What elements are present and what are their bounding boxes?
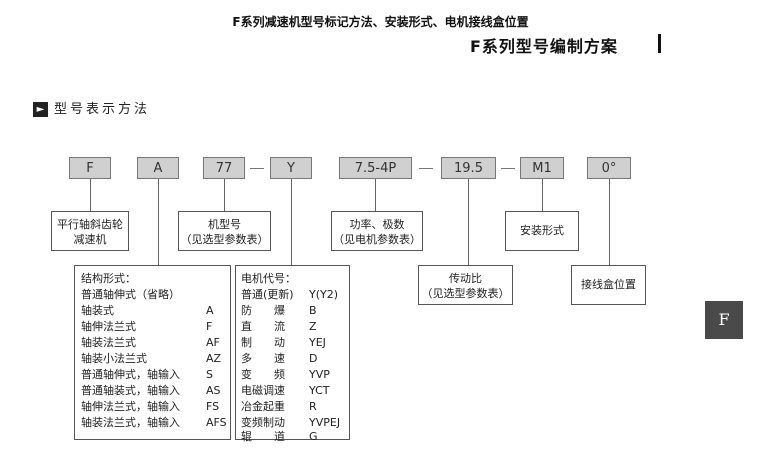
connector-line (468, 179, 469, 265)
label-terminal: 接线盒位置 (571, 265, 646, 305)
code-box-m1: M1 (520, 157, 564, 179)
list-item: 普通轴伸式（省略） (81, 288, 180, 301)
document-title: F系列减速机型号标记方法、安装形式、电机接线盒位置 (232, 15, 529, 29)
connector-line (609, 179, 610, 265)
code-box-f: F (69, 157, 111, 179)
connector-line (90, 179, 91, 211)
list-item: 普通(更新)Y(Y2) (241, 288, 339, 301)
connector-line (158, 179, 159, 265)
connector-line (224, 179, 225, 211)
label-ratio: 传动比（见选型参数表） (418, 265, 513, 305)
code-box-ratio: 19.5 (441, 157, 496, 179)
code-box-77: 77 (203, 157, 245, 179)
series-badge: F (705, 301, 743, 339)
separator-dash (501, 168, 515, 169)
separator-dash (419, 168, 433, 169)
connector-line (375, 179, 376, 211)
label-power: 功率、极数（见电机参数表） (331, 211, 423, 251)
subtitle-bar (658, 34, 661, 53)
motor-title: 电机代号： (241, 272, 296, 285)
document-subtitle: F系列型号编制方案 (470, 37, 618, 56)
connector-line (291, 179, 292, 265)
connector-line (542, 179, 543, 211)
separator-dash (250, 168, 264, 169)
label-mounting: 安装形式 (505, 211, 579, 251)
label-product: 平行轴斜齿轮减速机 (51, 211, 129, 251)
arrow-right-icon: ► (33, 102, 48, 117)
structure-title: 结构形式： (81, 272, 136, 285)
section-title: 型号表示方法 (54, 102, 151, 117)
section-heading: ► 型号表示方法 (33, 98, 150, 117)
label-model: 机型号（见选型参数表） (178, 211, 271, 251)
code-box-a: A (137, 157, 179, 179)
code-box-y: Y (270, 157, 312, 179)
code-box-terminal: 0° (587, 157, 631, 179)
code-box-power: 7.5-4P (339, 157, 412, 179)
